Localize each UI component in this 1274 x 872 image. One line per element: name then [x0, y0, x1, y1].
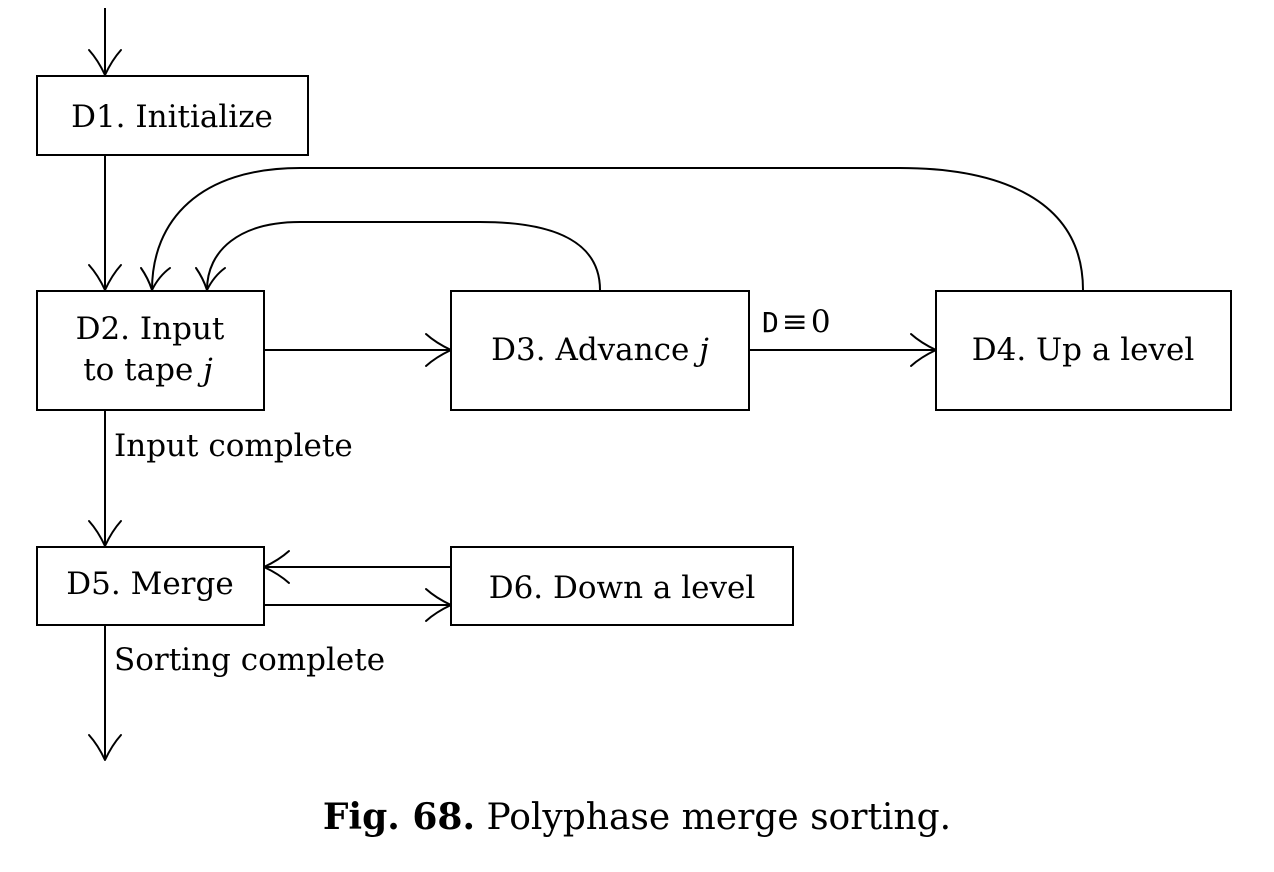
node-d2-line1: D2. Input — [76, 311, 225, 347]
edge-d5-exit — [88, 625, 122, 761]
node-d3-label-text: D3. Advance — [491, 332, 699, 368]
edge-d3-d2-loop — [195, 221, 601, 291]
edge-entry-d1 — [88, 8, 122, 76]
edge-label-d-equiv-zero: D≡0 — [762, 304, 831, 340]
edge-d2-d3 — [264, 333, 452, 367]
figure-number: Fig. 68. — [322, 796, 475, 838]
node-d5: D5. Merge — [36, 546, 265, 626]
node-d4: D4. Up a level — [935, 290, 1232, 411]
edge-d1-d2 — [88, 155, 122, 291]
edge-d6-d5 — [263, 550, 451, 584]
node-d3: D3. Advance j — [450, 290, 750, 411]
node-d6: D6. Down a level — [450, 546, 794, 626]
flowchart: D1. Initialize D2. Input to tape j D3. A… — [36, 8, 1232, 761]
node-d1-label: D1. Initialize — [71, 99, 273, 135]
edge-label-d-var: D — [762, 306, 779, 339]
edge-d5-d6 — [264, 588, 452, 622]
figure-caption: Fig. 68. Polyphase merge sorting. — [0, 796, 1274, 838]
node-d1: D1. Initialize — [36, 75, 309, 156]
node-d4-label: D4. Up a level — [972, 332, 1194, 368]
edge-label-input-complete: Input complete — [114, 428, 353, 464]
node-d2-line2-text: to tape — [83, 352, 203, 388]
edge-label-sorting-complete: Sorting complete — [114, 642, 385, 678]
node-d2-line2: to tape j — [83, 352, 213, 388]
node-d3-label: D3. Advance j — [491, 332, 709, 368]
edge-d4-d2-loop — [140, 167, 1084, 291]
edge-label-equiv: ≡ — [782, 304, 808, 340]
edge-label-zero: 0 — [811, 304, 831, 340]
node-d5-label: D5. Merge — [66, 566, 233, 602]
node-d2: D2. Input to tape j — [36, 290, 265, 411]
node-d6-label: D6. Down a level — [489, 570, 756, 606]
figure-caption-text: Polyphase merge sorting. — [486, 797, 952, 838]
